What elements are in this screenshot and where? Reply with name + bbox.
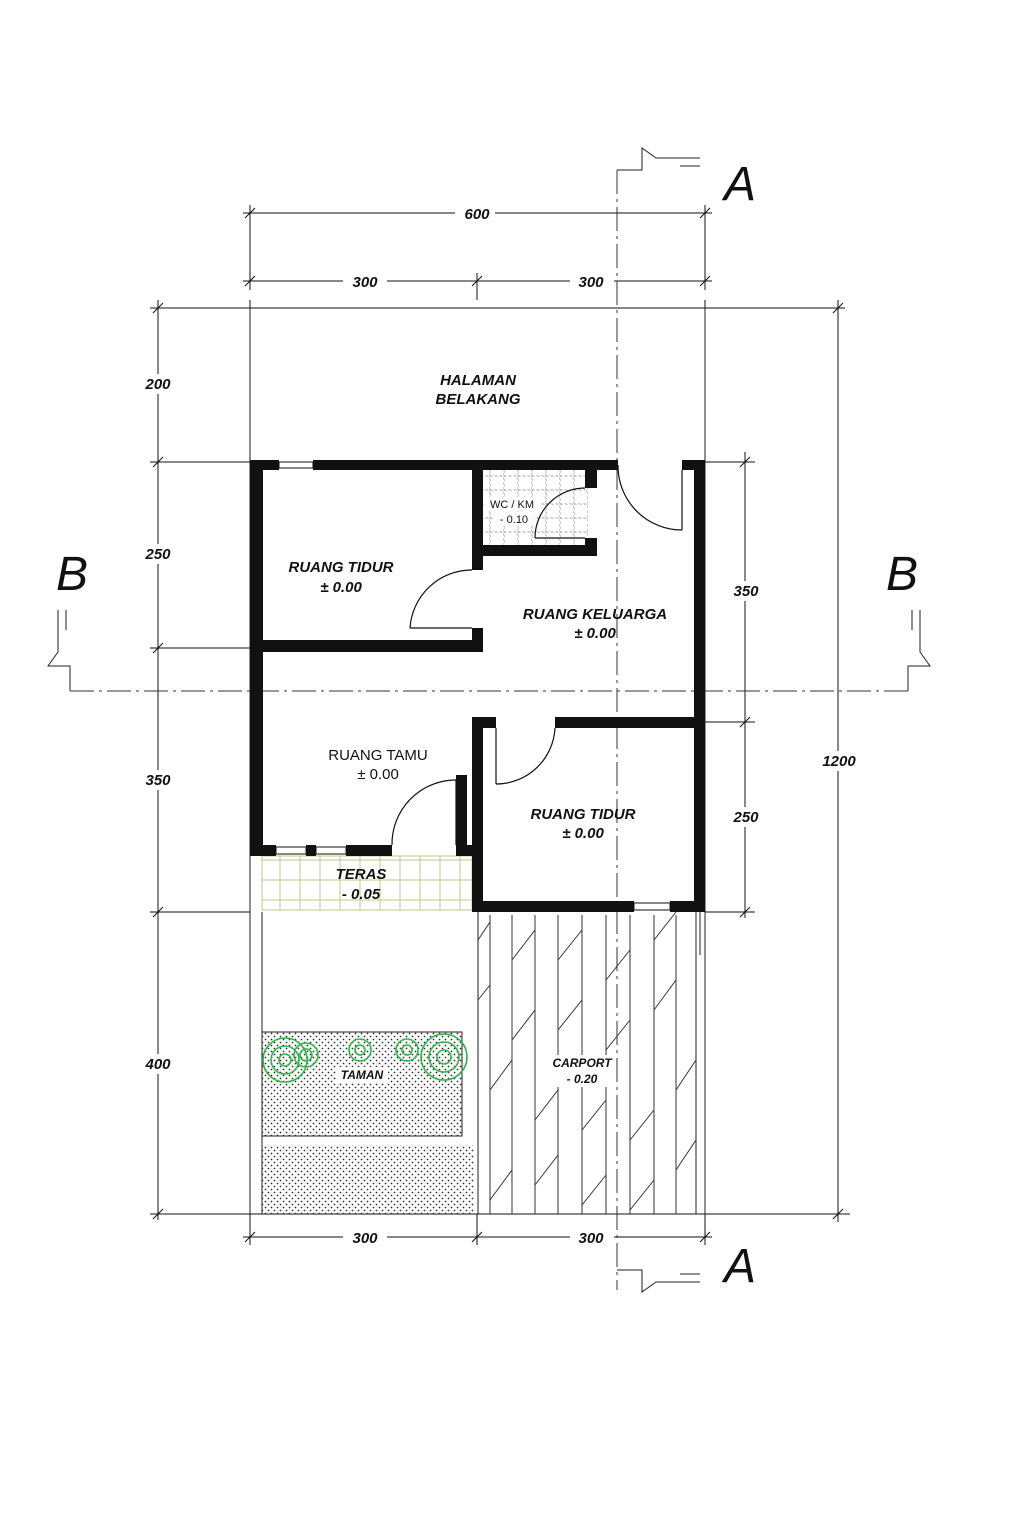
level-ruang-keluarga: ± 0.00 xyxy=(574,625,616,642)
label-ruang-tamu: RUANG TAMU xyxy=(328,747,427,764)
tree-icon xyxy=(262,1037,308,1083)
dim-bottom-left: 300 xyxy=(352,1230,378,1247)
label-ruang-keluarga: RUANG KELUARGA xyxy=(523,606,667,623)
dim-right-2: 250 xyxy=(732,809,759,826)
window-icon xyxy=(633,902,671,911)
section-lines xyxy=(47,147,931,1293)
dim-left-1: 200 xyxy=(144,376,171,393)
level-teras: - 0.05 xyxy=(342,886,381,903)
level-ruang-tidur-1: ± 0.00 xyxy=(320,579,362,596)
door-swing-icon xyxy=(495,727,556,785)
dim-top-right: 300 xyxy=(578,274,604,291)
section-b-right-label: B xyxy=(886,548,918,601)
dimension-lines xyxy=(140,204,862,1246)
shrub-icon xyxy=(293,1042,319,1068)
dim-left-4: 400 xyxy=(144,1056,171,1073)
level-wc-km: - 0.10 xyxy=(500,514,528,526)
dim-bottom-right: 300 xyxy=(578,1230,604,1247)
door-swing-icon xyxy=(534,487,586,539)
walls xyxy=(250,460,705,912)
door-swing-icon xyxy=(391,779,457,846)
section-b-left-label: B xyxy=(56,548,88,601)
label-carport: CARPORT xyxy=(552,1056,613,1070)
label-halaman-1: HALAMAN xyxy=(440,372,517,389)
shrub-icon xyxy=(348,1038,372,1062)
shrub-icon xyxy=(395,1038,419,1062)
tree-icon xyxy=(420,1033,468,1081)
label-taman: TAMAN xyxy=(341,1068,384,1082)
doors xyxy=(391,464,683,846)
dim-left-3: 350 xyxy=(145,772,171,789)
window-icon xyxy=(278,461,314,469)
label-halaman-2: BELAKANG xyxy=(436,391,521,408)
door-swing-icon xyxy=(409,569,473,629)
dim-overall: 1200 xyxy=(822,753,856,770)
level-carport: - 0.20 xyxy=(567,1072,598,1086)
window-icon xyxy=(275,846,307,855)
label-teras: TERAS xyxy=(336,866,387,883)
taman-lower-ground xyxy=(262,1145,474,1214)
label-ruang-tidur-2: RUANG TIDUR xyxy=(531,806,636,823)
label-wc-km: WC / KM xyxy=(490,499,534,511)
dim-top-total: 600 xyxy=(464,206,490,223)
shrub-icon-group xyxy=(262,1033,468,1083)
level-ruang-tidur-2: ± 0.00 xyxy=(562,825,604,842)
section-a-top-label: A xyxy=(721,158,756,211)
door-swing-icon xyxy=(617,464,683,531)
teras-floor xyxy=(262,856,472,910)
label-ruang-tidur-1: RUANG TIDUR xyxy=(289,559,394,576)
dim-right-1: 350 xyxy=(733,583,759,600)
level-ruang-tamu: ± 0.00 xyxy=(357,766,399,783)
section-a-bottom-label: A xyxy=(721,1240,756,1293)
windows xyxy=(275,461,671,911)
window-icon xyxy=(315,846,347,855)
dim-top-left: 300 xyxy=(352,274,378,291)
dim-left-2: 250 xyxy=(144,546,171,563)
